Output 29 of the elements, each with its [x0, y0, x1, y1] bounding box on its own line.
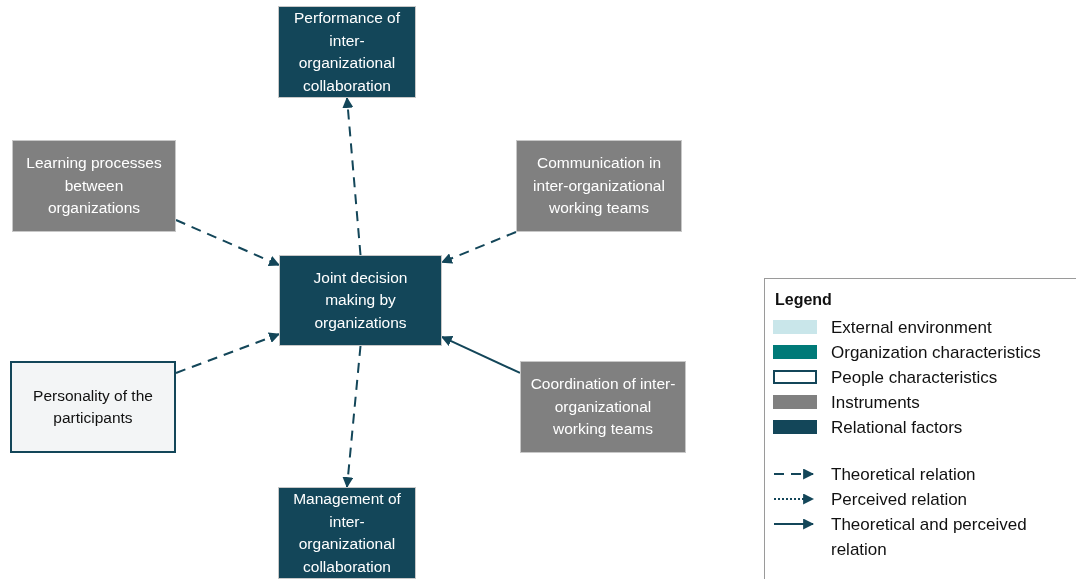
- legend-text: People characteristics: [831, 367, 999, 389]
- node-label: Personality of the participants: [32, 385, 154, 428]
- legend-title: Legend: [775, 291, 833, 309]
- arrow: [175, 219, 280, 267]
- node-label: Coordination of inter-organizational working teams: [529, 374, 677, 440]
- relational-factor-box: [278, 6, 416, 98]
- arrow: [441, 335, 521, 374]
- instrument-box: [12, 140, 176, 232]
- arrow: [175, 332, 281, 374]
- legend-text: Instruments: [831, 392, 921, 414]
- legend-text: Organization characteristics: [831, 342, 1042, 364]
- arrow: [342, 96, 362, 256]
- legend-text: Perceived relation: [831, 489, 969, 511]
- relational-factor-box: [279, 255, 442, 346]
- legend-text: Relational factors: [831, 417, 964, 439]
- legend-text: External environment: [831, 317, 993, 339]
- node-label: Management of inter-organizational collaboration: [292, 489, 402, 577]
- legend-text: Theoretical relation: [831, 464, 977, 486]
- instrument-box: [520, 361, 686, 453]
- legend-text: Theoretical and perceived relation: [831, 514, 1028, 561]
- instrument-box: [516, 140, 682, 232]
- arrow: [342, 345, 362, 489]
- node-label: Learning processes between organizations: [25, 153, 163, 219]
- node-label: Performance of inter-organizational collaboration: [293, 8, 401, 96]
- node-label: Joint decision making by organizations: [312, 267, 409, 333]
- relational-factor-box: [278, 487, 416, 579]
- people-characteristic-box: [10, 361, 176, 453]
- node-label: Communication in inter-organizational working teams: [532, 153, 666, 219]
- arrow: [441, 231, 517, 264]
